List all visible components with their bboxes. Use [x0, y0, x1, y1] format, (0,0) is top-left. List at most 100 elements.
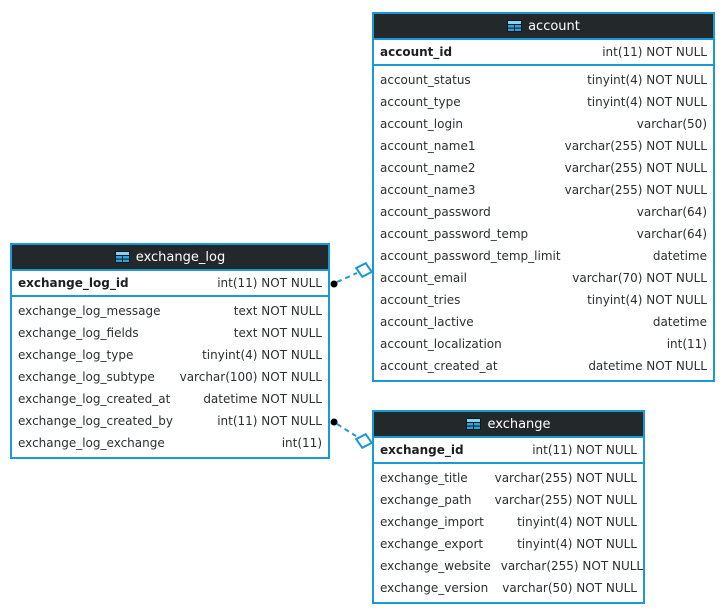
- field-name: exchange_title: [380, 471, 468, 485]
- table-header-exchange_log[interactable]: exchange_log: [12, 245, 328, 271]
- field-type: varchar(50): [636, 117, 707, 131]
- relation-exchange_log-exchange: [330, 418, 374, 450]
- field-type: text NOT NULL: [233, 304, 322, 318]
- field-type: int(11) NOT NULL: [602, 45, 707, 59]
- field-name: exchange_log_created_by: [18, 414, 173, 428]
- field-type: varchar(255) NOT NULL: [494, 493, 637, 507]
- field-name: account_email: [380, 271, 467, 285]
- table-icon: [466, 418, 482, 430]
- field-type: varchar(255) NOT NULL: [500, 559, 644, 573]
- field-name: exchange_website: [380, 559, 491, 573]
- field-type: tinyint(4) NOT NULL: [587, 95, 707, 109]
- field-name: account_lactive: [380, 315, 474, 329]
- table-header-account[interactable]: account: [374, 14, 713, 40]
- field-row: account_password_temp_limit datetime: [374, 245, 713, 267]
- field-row: exchange_log_subtype varchar(100) NOT NUL…: [12, 366, 328, 388]
- field-type: datetime: [652, 249, 707, 263]
- field-row: account_name1 varchar(255) NOT NULL: [374, 135, 713, 157]
- field-name: exchange_log_message: [18, 304, 161, 318]
- field-row: account_tries tinyint(4) NOT NULL: [374, 289, 713, 311]
- field-name: account_name2: [380, 161, 476, 175]
- field-name: exchange_log_type: [18, 348, 134, 362]
- field-type: tinyint(4) NOT NULL: [517, 515, 637, 529]
- field-row: exchange_log_created_by int(11) NOT NULL: [12, 410, 328, 432]
- field-row: exchange_title varchar(255) NOT NULL: [374, 467, 643, 489]
- field-row: exchange_log_created_at datetime NOT NULL: [12, 388, 328, 410]
- field-name: account_name3: [380, 183, 476, 197]
- relation-diamond: [354, 432, 374, 450]
- field-type: tinyint(4) NOT NULL: [202, 348, 322, 362]
- field-name: exchange_log_created_at: [18, 392, 171, 406]
- field-type: tinyint(4) NOT NULL: [587, 293, 707, 307]
- field-name: exchange_log_exchange: [18, 436, 165, 450]
- field-row: account_lactive datetime: [374, 311, 713, 333]
- relation-dot: [330, 280, 338, 288]
- field-name: account_login: [380, 117, 464, 131]
- field-type: varchar(64): [636, 227, 707, 241]
- relation-exchange_log-account: [330, 261, 374, 288]
- field-type: varchar(50) NOT NULL: [502, 581, 637, 595]
- field-name: account_tries: [380, 293, 461, 307]
- field-type: tinyint(4) NOT NULL: [517, 537, 637, 551]
- table-title: exchange: [487, 416, 551, 432]
- table-icon: [114, 251, 130, 263]
- field-type: varchar(70) NOT NULL: [572, 271, 707, 285]
- field-name: account_password: [380, 205, 491, 219]
- field-name: exchange_version: [380, 581, 489, 595]
- table-exchange_log[interactable]: exchange_log exchange_log_id int(11) NOT…: [10, 243, 330, 459]
- relation-diamond: [354, 261, 374, 279]
- field-type: varchar(255) NOT NULL: [564, 139, 707, 153]
- table-header-exchange[interactable]: exchange: [374, 412, 643, 438]
- field-type: int(11): [666, 337, 707, 351]
- field-name: exchange_import: [380, 515, 484, 529]
- field-name: account_name1: [380, 139, 476, 153]
- field-row: exchange_version varchar(50) NOT NULL: [374, 577, 643, 599]
- field-type: varchar(100) NOT NULL: [179, 370, 322, 384]
- field-name: account_localization: [380, 337, 502, 351]
- field-name: account_type: [380, 95, 461, 109]
- relation-dot: [330, 418, 338, 426]
- field-type: varchar(255) NOT NULL: [564, 161, 707, 175]
- field-row: exchange_log_message text NOT NULL: [12, 300, 328, 322]
- field-type: int(11) NOT NULL: [217, 276, 322, 290]
- field-row: account_created_at datetime NOT NULL: [374, 355, 713, 377]
- field-row: account_name3 varchar(255) NOT NULL: [374, 179, 713, 201]
- field-row: exchange_export tinyint(4) NOT NULL: [374, 533, 643, 555]
- field-row: account_password varchar(64): [374, 201, 713, 223]
- field-row: exchange_log_type tinyint(4) NOT NULL: [12, 344, 328, 366]
- field-name: exchange_log_fields: [18, 326, 139, 340]
- table-exchange[interactable]: exchange exchange_id int(11) NOT NULL ex…: [372, 410, 645, 604]
- field-name: exchange_path: [380, 493, 472, 507]
- field-type: datetime: [652, 315, 707, 329]
- field-type: datetime NOT NULL: [203, 392, 322, 406]
- field-type: varchar(255) NOT NULL: [564, 183, 707, 197]
- field-name: account_id: [380, 45, 453, 59]
- field-type: int(11) NOT NULL: [217, 414, 322, 428]
- field-row: exchange_path varchar(255) NOT NULL: [374, 489, 643, 511]
- primary-key-row: exchange_log_id int(11) NOT NULL: [12, 271, 328, 297]
- field-row: account_email varchar(70) NOT NULL: [374, 267, 713, 289]
- primary-key-row: account_id int(11) NOT NULL: [374, 40, 713, 66]
- table-title: account: [528, 18, 580, 34]
- field-row: account_localization int(11): [374, 333, 713, 355]
- table-account[interactable]: account account_id int(11) NOT NULL acco…: [372, 12, 715, 382]
- field-type: tinyint(4) NOT NULL: [587, 73, 707, 87]
- field-type: datetime NOT NULL: [588, 359, 707, 373]
- field-type: int(11) NOT NULL: [532, 443, 637, 457]
- field-type: text NOT NULL: [233, 326, 322, 340]
- field-row: exchange_import tinyint(4) NOT NULL: [374, 511, 643, 533]
- field-type: varchar(64): [636, 205, 707, 219]
- field-type: varchar(255) NOT NULL: [494, 471, 637, 485]
- field-name: exchange_export: [380, 537, 484, 551]
- field-name: account_password_temp_limit: [380, 249, 561, 263]
- table-icon: [507, 20, 523, 32]
- field-row: exchange_website varchar(255) NOT NULL: [374, 555, 643, 577]
- field-name: exchange_log_subtype: [18, 370, 155, 384]
- field-name: account_created_at: [380, 359, 498, 373]
- field-row: exchange_log_fields text NOT NULL: [12, 322, 328, 344]
- table-title: exchange_log: [135, 249, 226, 265]
